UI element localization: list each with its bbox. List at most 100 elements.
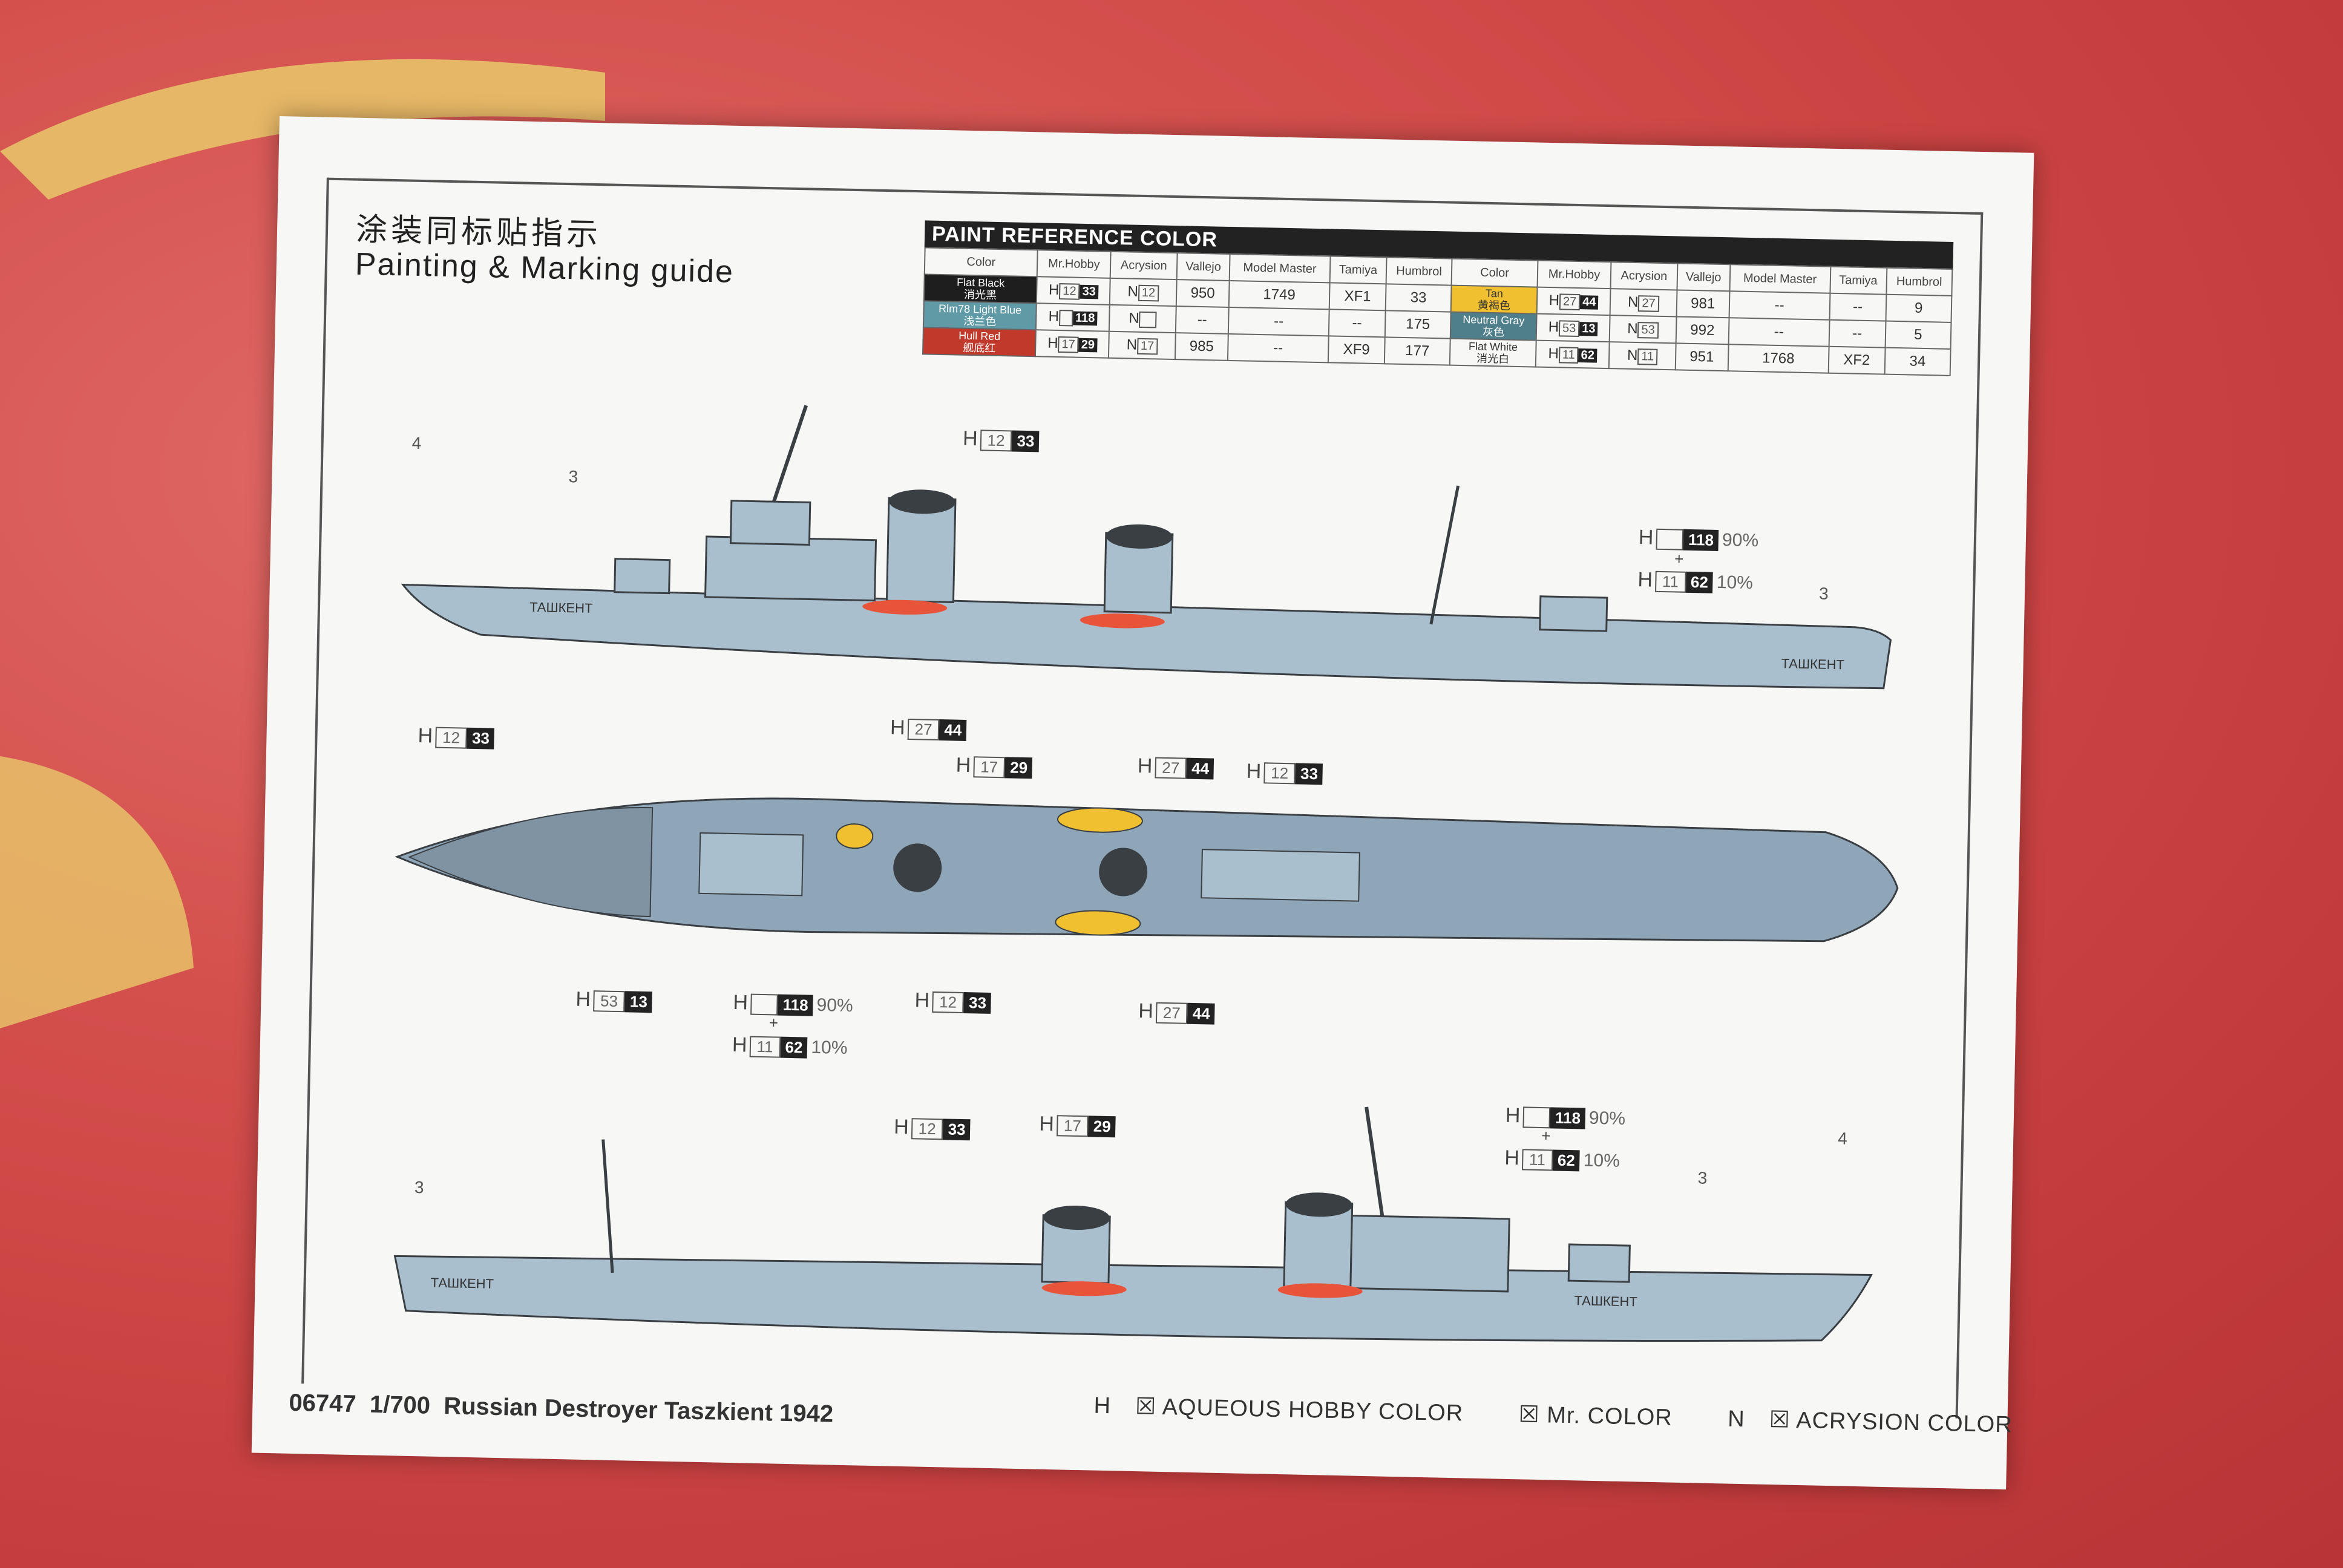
ref-number: 3 — [1697, 1168, 1708, 1187]
ship-3-mast-fore — [1365, 1106, 1384, 1217]
ship-3-funnel-aft-cap — [1043, 1205, 1110, 1230]
vallejo-code: 992 — [1676, 316, 1729, 345]
model-master-code: -- — [1227, 333, 1329, 363]
ship-3-mast-aft — [601, 1139, 614, 1273]
instruction-sheet: 涂装同标贴指示 Painting & Marking guide PAINT R… — [251, 116, 2034, 1490]
vallejo-code: -- — [1175, 306, 1229, 334]
paint-table-grid: Color Mr.Hobby Acrysion Vallejo Model Ma… — [922, 247, 1953, 376]
callout-plus: + — [1674, 549, 1684, 568]
ref-number: 4 — [1837, 1129, 1848, 1148]
ship-3-hull — [393, 1255, 1873, 1342]
kit-scale: 1/700 — [369, 1391, 431, 1419]
ship-2-torpedo-tubes — [1201, 849, 1360, 902]
col-header: Vallejo — [1677, 263, 1730, 292]
col-header: Model Master — [1229, 253, 1331, 283]
humbrol-code: 9 — [1886, 294, 1952, 322]
ship-side-view-1: ТАШКЕНТ ТАШКЕНТ — [401, 405, 1892, 690]
humbrol-code: 33 — [1385, 284, 1452, 312]
ship-2-funnel-fore — [893, 843, 942, 892]
mr-hobby-code: H 118 — [1036, 303, 1110, 332]
model-master-code: -- — [1728, 318, 1830, 347]
tamiya-code: XF9 — [1328, 336, 1385, 364]
ship-1-funnel-aft-cap — [1106, 524, 1173, 549]
tamiya-code: -- — [1829, 319, 1886, 348]
ship-side-view-2: ТАШКЕНТ ТАШКЕНТ — [393, 1106, 1873, 1342]
vallejo-code: 985 — [1175, 333, 1228, 361]
col-header: Color — [924, 247, 1038, 277]
kit-code: 06747 — [289, 1389, 357, 1418]
ship-1-lifeboat — [862, 599, 948, 615]
ship-1-turret-fore — [614, 558, 671, 595]
humbrol-code: 175 — [1384, 310, 1451, 339]
col-header: Mr.Hobby — [1037, 250, 1111, 278]
tamiya-code: -- — [1328, 309, 1386, 338]
ship-3-superstructure — [1349, 1214, 1510, 1293]
col-header: Acrysion — [1610, 262, 1678, 290]
vallejo-code: 950 — [1176, 279, 1230, 307]
model-master-code: -- — [1228, 307, 1329, 336]
kit-footer: 06747 1/700 Russian Destroyer Taszkient … — [289, 1390, 834, 1428]
callout-plus-c: + — [1541, 1126, 1551, 1145]
ship-3-name: ТАШКЕНТ — [430, 1275, 494, 1292]
ship-2-tan-boat-3 — [836, 823, 874, 849]
col-header: Humbrol — [1886, 267, 1953, 296]
callout-plus-b: + — [768, 1013, 779, 1032]
model-master-code: 1768 — [1728, 344, 1829, 373]
col-header: Mr.Hobby — [1537, 260, 1611, 289]
model-master-code: 1749 — [1228, 280, 1330, 310]
legend-acrysion: N☒ ACRYSION COLOR — [1727, 1406, 2013, 1438]
humbrol-code: 177 — [1384, 337, 1450, 365]
vallejo-code: 981 — [1676, 290, 1730, 318]
tamiya-code: XF2 — [1828, 346, 1886, 374]
legend-mr-color: ☒ Mr. COLOR — [1518, 1402, 1673, 1431]
col-header: Color — [1451, 258, 1538, 287]
col-header: Vallejo — [1176, 253, 1230, 281]
ship-1-name: ТАШКЕНТ — [529, 599, 593, 616]
paint-reference-table: PAINT REFERENCE COLOR Color Mr.Hobby Acr… — [922, 220, 1954, 376]
kit-name: Russian Destroyer Taszkient 1942 — [443, 1393, 834, 1428]
tamiya-code: -- — [1829, 293, 1886, 321]
ship-2-tan-boat-1 — [1057, 807, 1143, 833]
col-header: Humbrol — [1386, 257, 1452, 286]
tamiya-code: XF1 — [1329, 283, 1386, 311]
humbrol-code: 5 — [1885, 321, 1951, 349]
ship-1-hull — [401, 583, 1892, 690]
ship-3-lifeboat-2 — [1277, 1283, 1363, 1298]
ship-1-bridge — [729, 500, 811, 546]
ref-number: 3 — [1818, 584, 1829, 603]
vallejo-code: 951 — [1675, 343, 1729, 371]
model-master-code: -- — [1729, 291, 1830, 320]
col-header: Tamiya — [1830, 266, 1887, 295]
ship-2-tan-boat-2 — [1055, 910, 1141, 936]
ref-number: 4 — [411, 433, 422, 453]
acrysion-code: N — [1109, 304, 1176, 333]
ship-1-name-stern: ТАШКЕНТ — [1781, 656, 1844, 672]
ship-1-funnel-cap — [888, 489, 955, 514]
ship-2-funnel-aft — [1099, 848, 1148, 897]
humbrol-code: 34 — [1884, 347, 1951, 376]
ship-3-name-bow: ТАШКЕНТ — [1574, 1293, 1637, 1309]
